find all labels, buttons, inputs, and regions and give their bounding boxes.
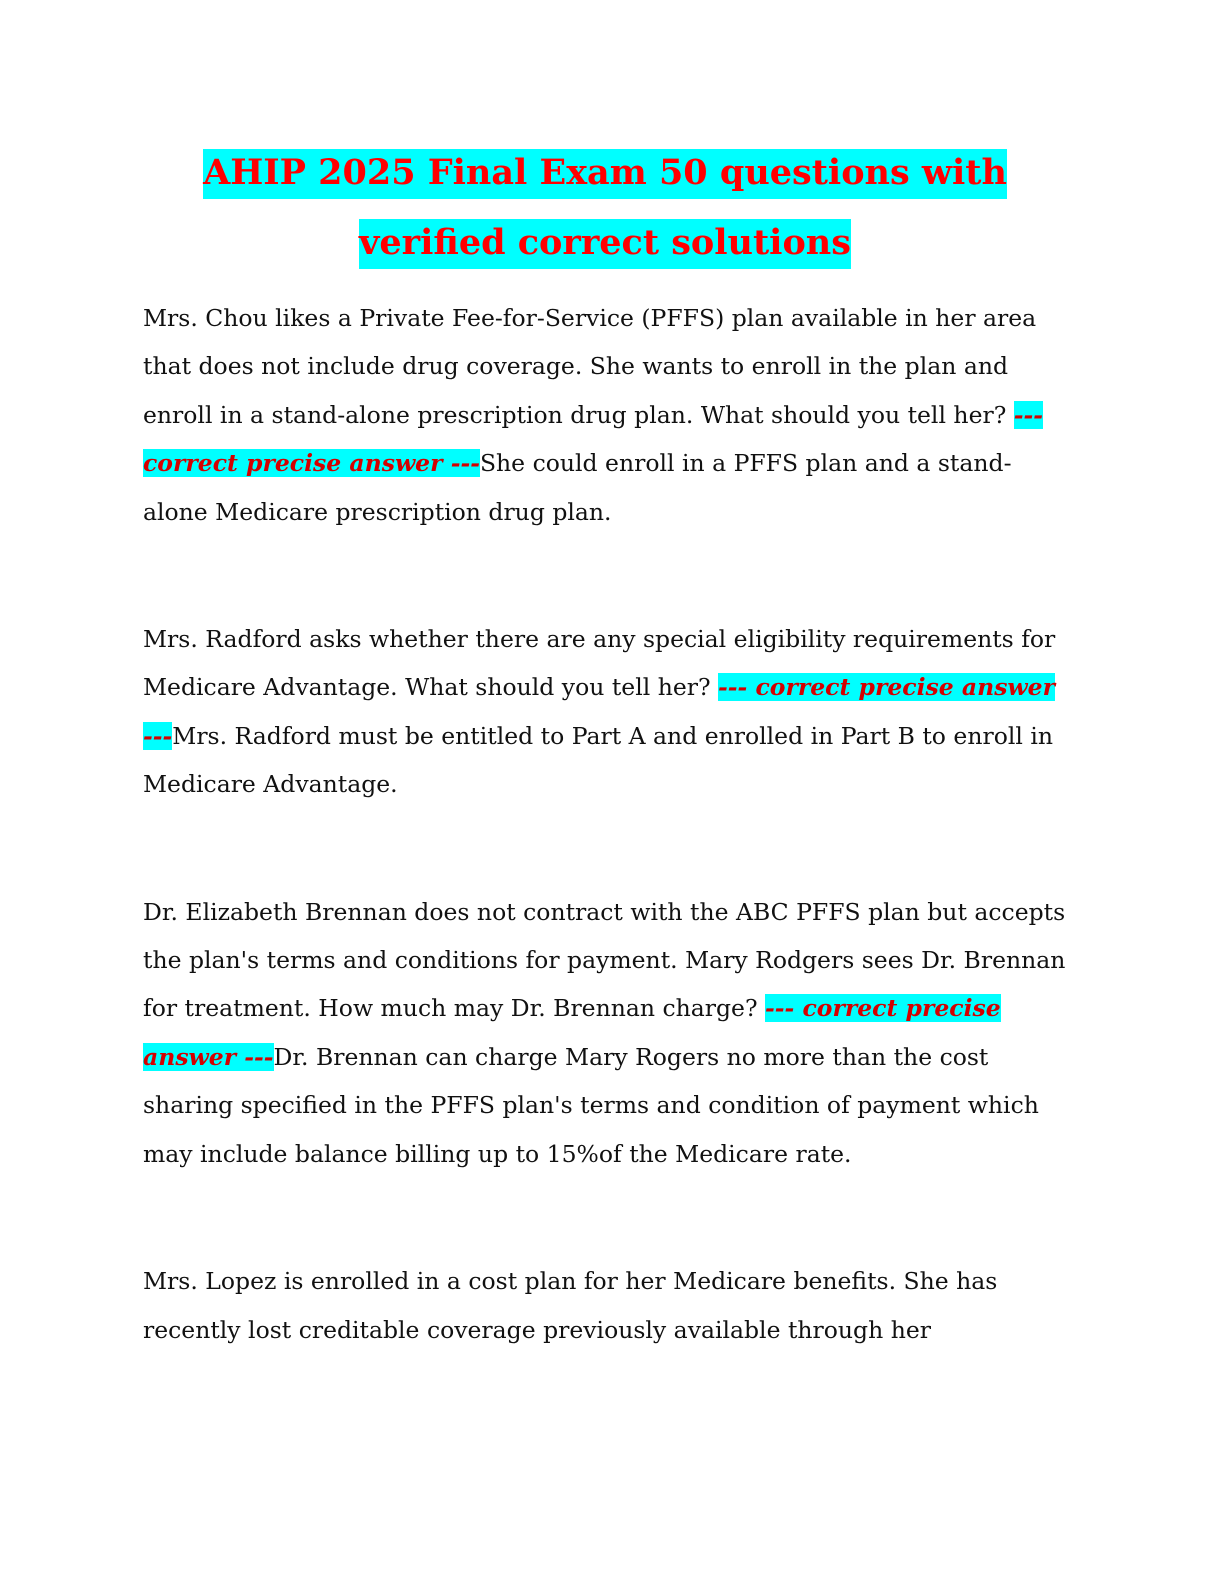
qa-item-3: Dr. Elizabeth Brennan does not contract … xyxy=(143,888,1067,1178)
qa-item-1: Mrs. Chou likes a Private Fee-for-Servic… xyxy=(143,294,1067,536)
question-text: Mrs. Chou likes a Private Fee-for-Servic… xyxy=(143,304,1037,429)
title-line-2: verified correct solutions xyxy=(359,219,851,269)
answer-text: Mrs. Radford must be entitled to Part A … xyxy=(143,721,1053,799)
qa-item-2: Mrs. Radford asks whether there are any … xyxy=(143,615,1067,809)
answer-text: Dr. Brennan can charge Mary Rogers no mo… xyxy=(143,1042,1039,1168)
document-title: AHIP 2025 Final Exam 50 questions with ve… xyxy=(143,138,1067,278)
question-text: Mrs. Lopez is enrolled in a cost plan fo… xyxy=(143,1267,998,1344)
document-body: Mrs. Chou likes a Private Fee-for-Servic… xyxy=(143,294,1067,1433)
question-text: Dr. Elizabeth Brennan does not contract … xyxy=(143,897,1066,1023)
question-text: Mrs. Radford asks whether there are any … xyxy=(143,625,1056,702)
title-line-1: AHIP 2025 Final Exam 50 questions with xyxy=(203,149,1007,199)
qa-item-4: Mrs. Lopez is enrolled in a cost plan fo… xyxy=(143,1257,1067,1354)
answer-text: She could enroll in a PFFS plan and a st… xyxy=(143,449,1012,526)
